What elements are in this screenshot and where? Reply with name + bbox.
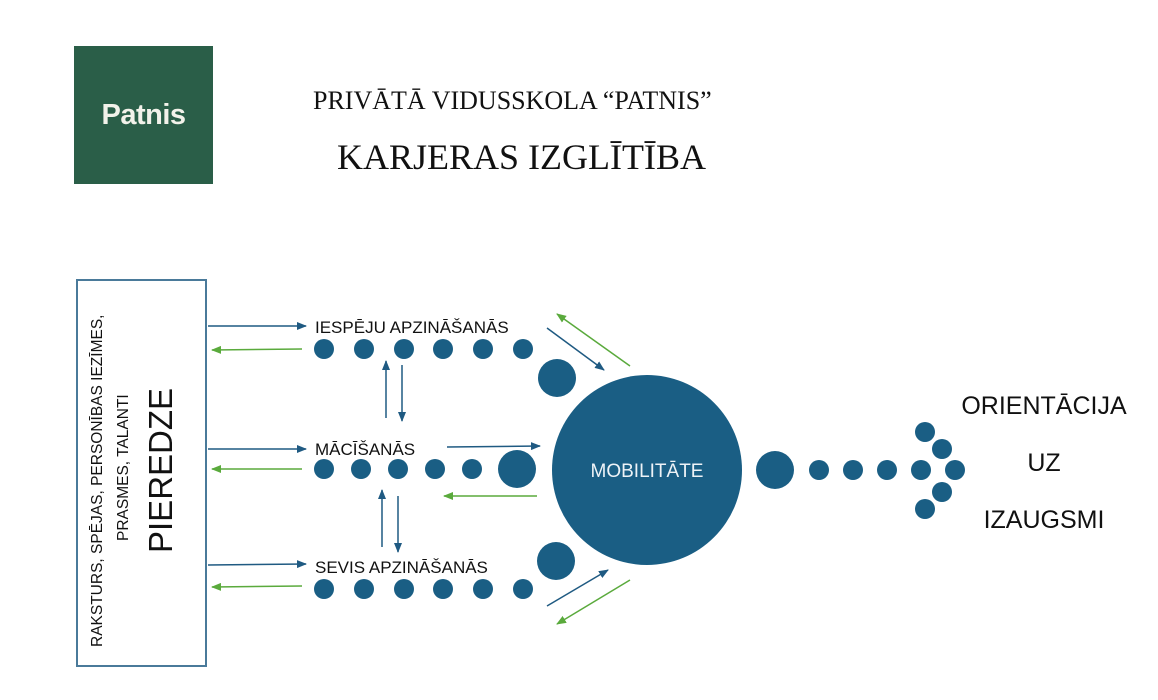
patnis-logo: Patnis: [74, 46, 213, 184]
dot-arrow-icon: [756, 422, 965, 519]
outcome-line2: UZ: [1027, 449, 1060, 477]
outcome-label: ORIENTĀCIJA UZ IZAUGSMI: [961, 392, 1127, 534]
experience-subtitle-line2: PRASMES, TALANTI: [115, 394, 132, 541]
stage-row-opportunities: IESPĒJU APZINĀŠANĀS: [208, 313, 631, 397]
stage-label: MĀCĪŠANĀS: [315, 440, 415, 459]
mobility-label: MOBILITĀTE: [591, 461, 704, 482]
mobility-node: MOBILITĀTE: [552, 375, 742, 565]
stage-row-self-awareness: SEVIS APZINĀŠANĀS: [207, 542, 631, 625]
stage-label: IESPĒJU APZINĀŠANĀS: [315, 318, 509, 337]
arrow-left-icon: [211, 345, 303, 354]
school-name: PRIVĀTĀ VIDUSSKOLA “PATNIS”: [313, 86, 712, 115]
dot-chain: [314, 339, 576, 397]
outcome-line3: IZAUGSMI: [984, 506, 1105, 534]
dot-chain: [314, 542, 575, 599]
page-title: KARJERAS IZGLĪTĪBA: [337, 137, 706, 177]
experience-box: RAKSTURS, SPĒJAS, PERSONĪBAS IEZĪMES, PR…: [76, 279, 207, 667]
experience-subtitle-line1: RAKSTURS, SPĒJAS, PERSONĪBAS IEZĪMES,: [89, 315, 106, 647]
experience-title: PIEREDZE: [142, 388, 179, 553]
logo-text: Patnis: [101, 98, 186, 131]
stage-row-learning: MĀCĪŠANĀS: [208, 440, 541, 500]
dot-chain: [314, 450, 536, 488]
outcome-line1: ORIENTĀCIJA: [961, 392, 1127, 420]
stage-label: SEVIS APZINĀŠANĀS: [315, 558, 488, 577]
